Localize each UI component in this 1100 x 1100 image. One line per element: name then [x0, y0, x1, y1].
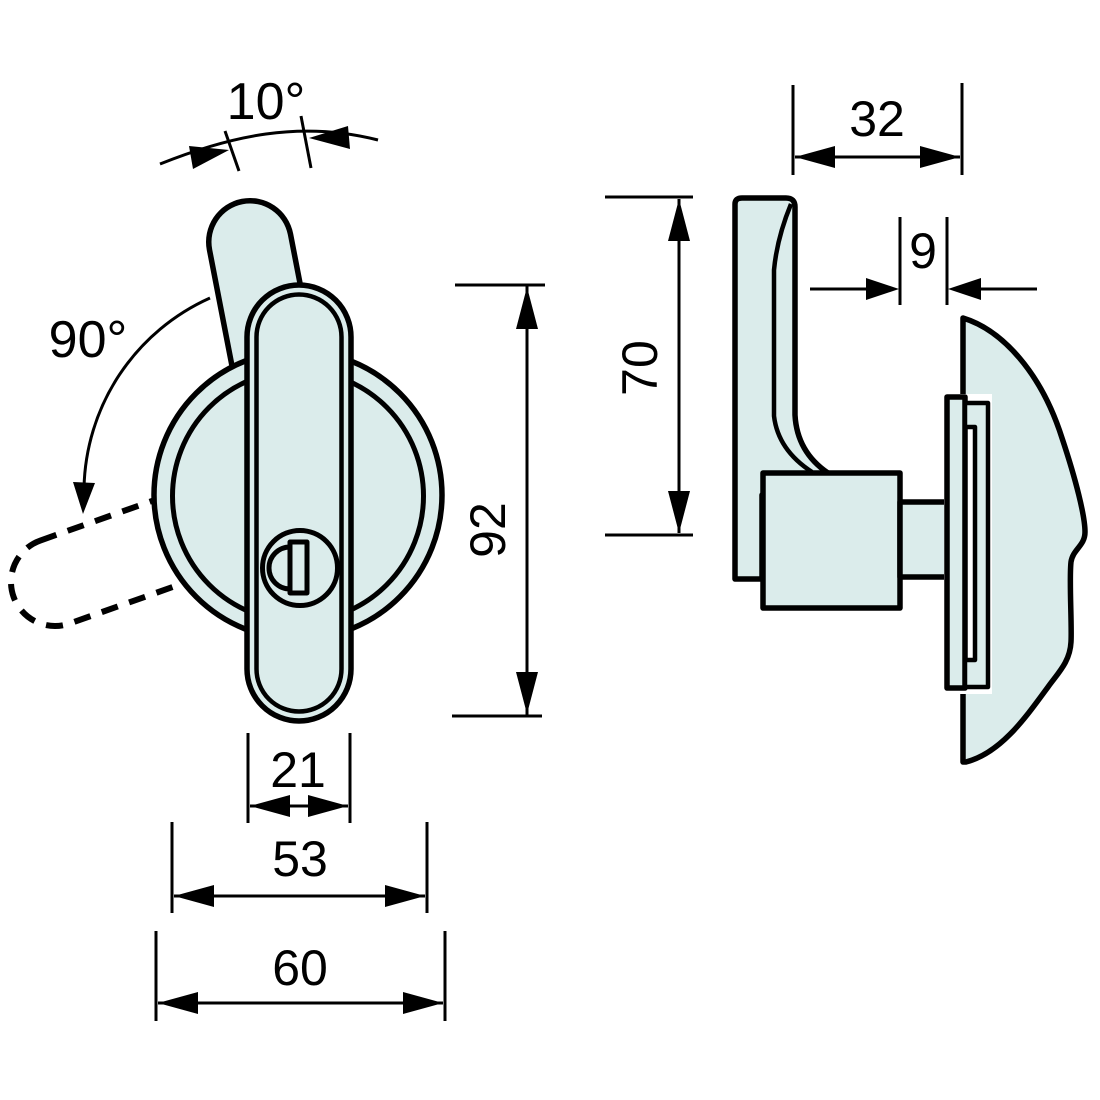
striker-plate — [944, 394, 968, 691]
plate-clearance-label: 9 — [909, 223, 937, 279]
frame-profile — [960, 315, 1088, 765]
backplate-height-label: 92 — [460, 502, 516, 558]
angle-dimension-arc — [159, 129, 379, 166]
lever-side-inner-curve — [771, 203, 814, 474]
arrowhead-up-icon — [516, 287, 538, 329]
lever-height-label: 70 — [612, 340, 668, 396]
arrowhead-right-icon — [308, 795, 348, 817]
rotation-arrowhead-icon — [73, 482, 95, 514]
arrowhead-up-icon — [668, 199, 690, 241]
key-cylinder-halfmoon — [266, 544, 291, 592]
arrowhead-left-icon — [158, 992, 198, 1014]
rose-outer-diameter-label: 60 — [272, 940, 328, 996]
dim-92: 92 — [452, 283, 545, 718]
rotation-arc — [82, 296, 211, 489]
handle-depth-label: 32 — [849, 91, 905, 147]
handle-base-block — [760, 470, 903, 611]
dim-21: 21 — [246, 733, 352, 823]
arrowhead-down-icon — [668, 491, 690, 533]
dim-70: 70 — [605, 195, 693, 537]
spindle-neck — [897, 499, 950, 580]
keyhole-circle — [260, 528, 340, 608]
arrowhead-right-pointing-icon — [866, 278, 899, 300]
lever-tilt-angle-label: 10° — [227, 73, 306, 131]
rotation-arc-group: 90° — [49, 296, 211, 514]
arrowhead-left-icon — [174, 885, 214, 907]
arrowhead-down-icon — [516, 672, 538, 714]
arrowhead-right-icon — [920, 146, 960, 168]
arrowhead-left-pointing-icon — [948, 278, 981, 300]
arrowhead-left-icon — [250, 795, 290, 817]
angle-tick-right — [299, 115, 313, 169]
arrowhead-left-icon — [795, 146, 835, 168]
angle-tick-left — [223, 130, 241, 172]
angle-arrowhead-left-icon — [189, 146, 229, 169]
dim-60: 60 — [154, 931, 447, 1021]
arrowhead-right-icon — [403, 992, 443, 1014]
backplate-width-label: 21 — [270, 742, 326, 798]
dim-32: 32 — [791, 83, 964, 175]
angle-arrowhead-right-icon — [309, 126, 350, 149]
side-view: 32 9 70 — [605, 83, 1088, 765]
backplate — [244, 282, 354, 724]
backplate-inner-outline — [254, 292, 344, 714]
rotation-angle-label: 90° — [49, 311, 128, 369]
dim-53: 53 — [170, 822, 429, 913]
front-view: 90° 10° — [8, 73, 545, 1021]
rose-inner-diameter-label: 53 — [272, 831, 328, 887]
dim-10-degrees: 10° — [159, 73, 379, 172]
keyhole — [260, 528, 340, 608]
dim-9: 9 — [810, 217, 1037, 305]
striker-plate-flange — [962, 400, 991, 690]
arrowhead-right-icon — [385, 885, 425, 907]
key-cylinder-bar — [287, 539, 310, 596]
